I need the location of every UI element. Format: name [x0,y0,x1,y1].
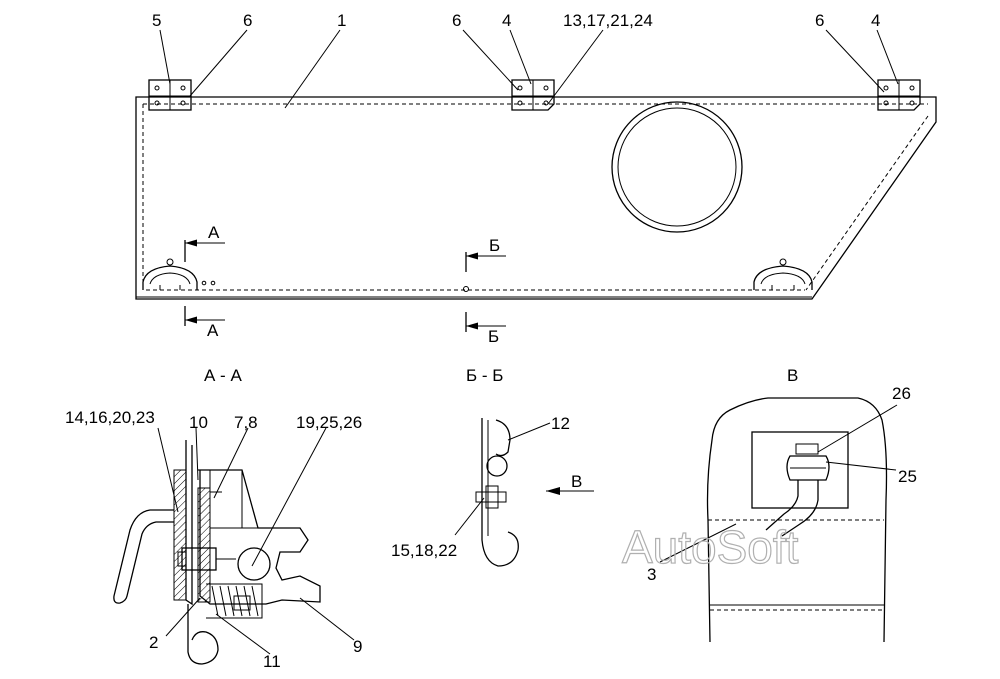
callout-12: 12 [551,414,570,433]
callout-19-25-26: 19,25,26 [296,413,362,432]
section-mark-b-upper: Б [489,236,500,255]
latch-bump-right [753,258,813,290]
callout-6-middle: 6 [452,11,461,30]
callout-6-left: 6 [243,11,252,30]
callout-4-right: 4 [871,11,880,30]
round-port [611,101,743,233]
view-v-drawing [659,397,898,643]
callout-25: 25 [898,467,917,486]
callout-7-8: 7,8 [234,413,258,432]
callout-5: 5 [152,11,161,30]
section-mark-b-lower: Б [488,327,499,346]
section-cut-b [465,252,506,332]
callout-3: 3 [647,565,656,584]
callout-11: 11 [263,652,281,671]
section-title-bb: Б - Б [466,366,503,385]
section-title-aa: А - А [204,366,242,385]
section-mark-a-lower: А [207,321,219,340]
section-aa-drawing [113,427,355,665]
section-bb-drawing [454,418,594,567]
main-view-panel [135,29,937,300]
callout-1: 1 [337,11,346,30]
callout-26: 26 [892,384,911,403]
callout-4-middle: 4 [502,11,511,30]
hinge-middle [511,79,555,111]
view-title-v: В [787,366,798,385]
callout-6-right: 6 [815,11,824,30]
callout-13-17-21-24: 13,17,21,24 [563,11,653,30]
callout-15-18-22: 15,18,22 [391,541,457,560]
view-arrow-label-v: В [571,472,582,491]
watermark: AutoSoft [622,521,799,573]
callout-2: 2 [149,633,158,652]
hinge-left [148,79,192,111]
callout-10: 10 [189,413,208,432]
latch-bump-left [142,258,198,290]
hinge-right [877,79,921,111]
callout-9: 9 [353,637,362,656]
section-cut-a [184,239,225,326]
callout-14-16-20-23: 14,16,20,23 [65,408,155,427]
section-mark-a-upper: А [208,223,220,242]
